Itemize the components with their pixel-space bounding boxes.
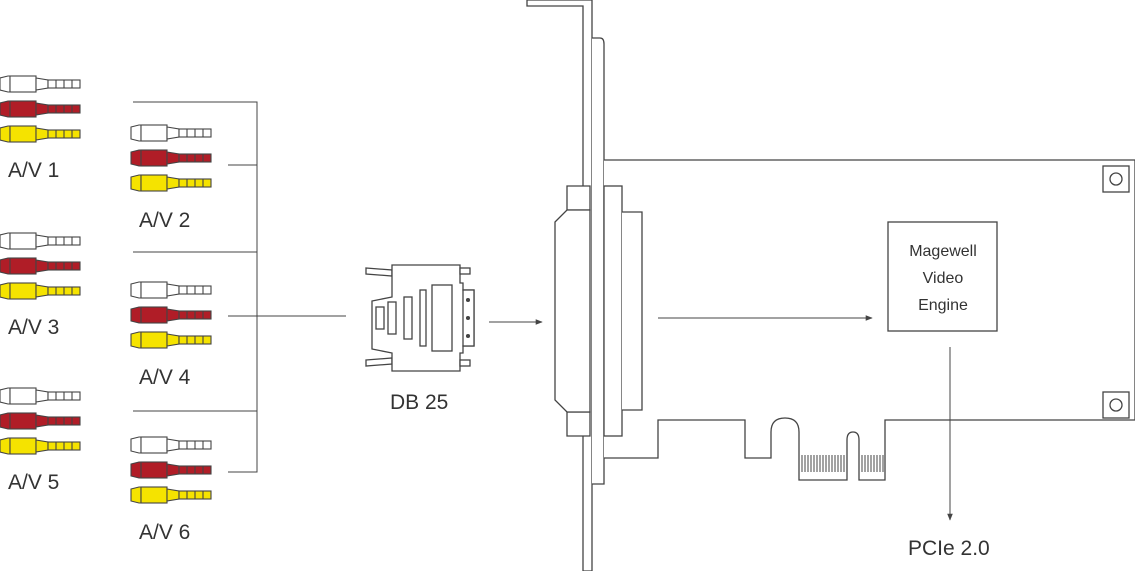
av-3-label: A/V 3 [8, 316, 59, 339]
av-3-plugs [0, 232, 81, 300]
rca-plug-white [130, 281, 212, 299]
rca-plug-white [0, 75, 81, 93]
rca-plug-red [0, 100, 81, 118]
rca-plug-yellow [0, 125, 81, 143]
rca-plug-white [130, 436, 212, 454]
av-4-label: A/V 4 [139, 366, 191, 389]
rca-plug-yellow [0, 437, 81, 455]
cable-bracket [133, 101, 346, 473]
av-2-plugs [130, 124, 212, 192]
pcie-edge-connector [801, 455, 884, 472]
av-5-label: A/V 5 [8, 471, 59, 494]
av-1-plugs [0, 75, 81, 143]
av-inputs [0, 75, 212, 504]
rca-plug-red [0, 412, 81, 430]
rca-plug-white [0, 232, 81, 250]
engine-line-2: Video [923, 270, 964, 287]
rca-plug-yellow [130, 486, 212, 504]
rca-plug-red [130, 149, 212, 167]
engine-line-3: Engine [918, 297, 968, 314]
db25-label: DB 25 [390, 391, 448, 414]
rca-plug-white [0, 387, 81, 405]
engine-line-1: Magewell [909, 243, 977, 260]
rca-plug-red [130, 306, 212, 324]
pcie-card [526, 0, 1135, 571]
rca-plug-yellow [0, 282, 81, 300]
pcie-label: PCIe 2.0 [908, 537, 990, 560]
rca-plug-red [130, 461, 212, 479]
av-2-label: A/V 2 [139, 209, 190, 232]
av-6-label: A/V 6 [139, 521, 190, 544]
av-4-plugs [130, 281, 212, 349]
rca-plug-yellow [130, 331, 212, 349]
rca-plug-red [0, 257, 81, 275]
rca-plug-white [130, 124, 212, 142]
rca-plug-yellow [130, 174, 212, 192]
db25-connector [365, 264, 475, 372]
av-6-plugs [130, 436, 212, 504]
av-5-plugs [0, 387, 81, 455]
av-1-label: A/V 1 [8, 159, 59, 182]
